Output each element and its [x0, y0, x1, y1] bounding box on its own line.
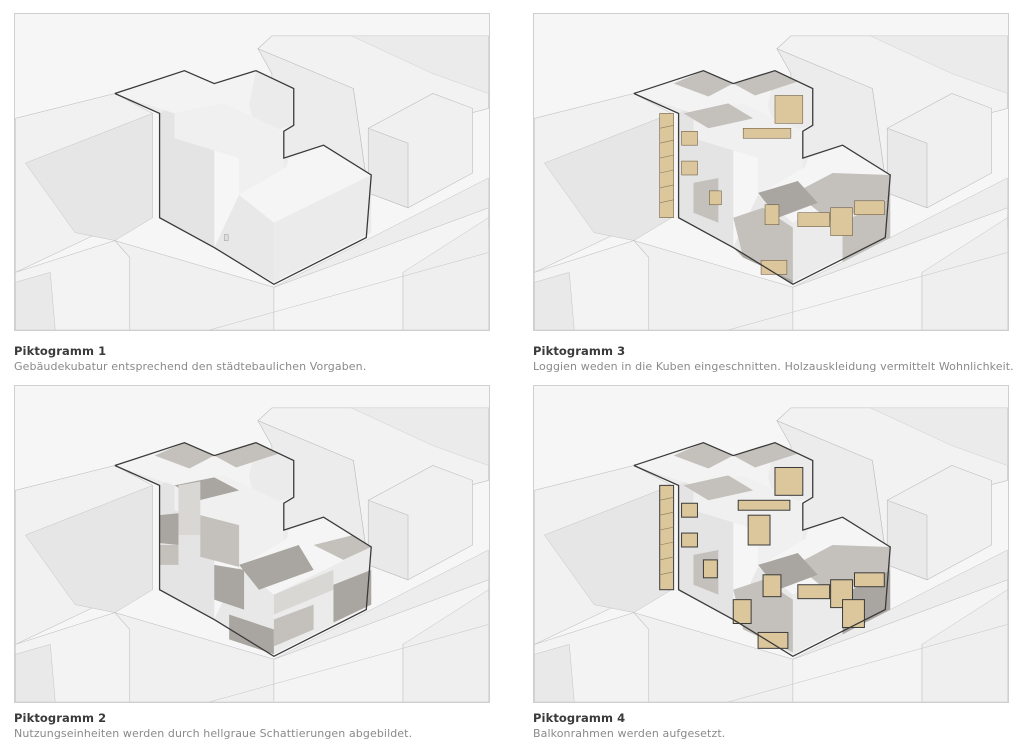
pictogram-2-illustration [14, 385, 490, 703]
pictogram-1-illustration [14, 13, 490, 331]
pictogram-2-caption: Piktogramm 2 Nutzungseinheiten werden du… [14, 711, 504, 741]
pictogram-1-caption: Piktogramm 1 Gebäudekubatur entsprechend… [14, 344, 504, 374]
pictogram-1-description: Gebäudekubatur entsprechend den städteba… [14, 360, 367, 373]
pictogram-4-title: Piktogramm 4 [533, 711, 626, 725]
balcony-frames [659, 466, 885, 649]
pictogram-1-title: Piktogramm 1 [14, 344, 107, 358]
pictogram-3-title: Piktogramm 3 [533, 344, 626, 358]
pictogram-3-illustration [533, 13, 1009, 331]
pictogram-4-caption: Piktogramm 4 Balkonrahmen werden aufgese… [533, 711, 1023, 741]
pictogram-4-description: Balkonrahmen werden aufgesetzt. [533, 727, 726, 740]
wood-loggias [659, 95, 885, 275]
pictogram-3-description: Loggien weden in die Kuben eingeschnitte… [533, 360, 1014, 373]
loggias-wood-diagram [534, 14, 1008, 330]
pictogram-4-illustration [533, 385, 1009, 703]
pictogram-3-caption: Piktogramm 3 Loggien weden in die Kuben … [533, 344, 1023, 374]
pictogram-2-description: Nutzungseinheiten werden durch hellgraue… [14, 727, 413, 740]
pictogram-2-title: Piktogramm 2 [14, 711, 107, 725]
massing-diagram [15, 14, 489, 330]
unit-shading [154, 442, 372, 655]
units-shading-diagram [15, 386, 489, 702]
balcony-frames-diagram [534, 386, 1008, 702]
